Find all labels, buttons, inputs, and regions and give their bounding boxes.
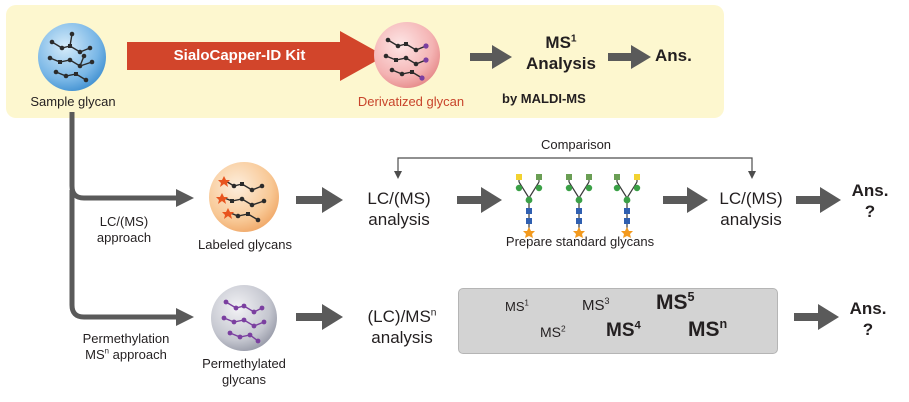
perm-analysis-sup: n (430, 307, 437, 319)
perm-analysis-line2: analysis (371, 328, 433, 347)
perm-approach-sup: n (104, 346, 109, 356)
lc-answer: Ans. ? (845, 180, 895, 222)
lc-analysis-2-line2: analysis (720, 210, 782, 229)
perm-answer-line2: ? (862, 320, 874, 339)
perm-analysis-label: (LC)/MSn analysis (350, 306, 454, 348)
sample-glycan-label: Sample glycan (30, 94, 116, 109)
permethylated-glycans-label: Permethylated glycans (186, 356, 302, 388)
permethylated-glycans-icon (211, 285, 277, 351)
branch-arrowhead-lc (176, 189, 194, 207)
ms1-text: MS (545, 33, 571, 52)
ms-stage-5-base: MS (656, 291, 688, 314)
kit-name-label: SialoCapper-ID Kit (173, 47, 306, 64)
lc-answer-line2: ? (864, 202, 876, 221)
ms-stage-2-sup: 2 (561, 323, 566, 334)
flow-arrows (296, 45, 841, 330)
ms1-analysis-label: MS1 Analysis (512, 32, 610, 74)
ms-stage-4-base: MS (606, 320, 635, 341)
perm-answer-line1: Ans. (849, 299, 887, 318)
perm-answer: Ans. ? (843, 298, 893, 340)
ms-stage-3: MS3 (582, 296, 610, 315)
perm-analysis-ms: (LC)/MS (367, 307, 431, 326)
perm-approach-label: Permethylation MSn approach (72, 331, 180, 363)
derivatized-glycan-icon (374, 22, 440, 88)
labeled-glycans-label: Labeled glycans (198, 237, 292, 252)
ms1-superscript: 1 (570, 33, 577, 45)
perm-approach-ms: MS (85, 347, 105, 362)
kit-arrow-shape (127, 31, 385, 81)
comparison-bracket (397, 157, 753, 173)
perm-approach-line1: Permethylation (82, 331, 170, 346)
ms-stage-n-base: MS (688, 318, 720, 341)
top-answer: Ans. (655, 46, 692, 65)
lc-approach-line1: LC/(MS) (99, 214, 149, 229)
comparison-label: Comparison (540, 137, 612, 152)
msn-stages-panel (458, 288, 778, 354)
perm-label-line2: glycans (221, 372, 267, 387)
ms-stage-1-base: MS (505, 299, 525, 314)
lc-approach-line2: approach (96, 230, 152, 245)
ms1-analysis-text: Analysis (526, 54, 596, 73)
perm-approach-word: approach (109, 347, 167, 362)
ms-stage-n-sup: n (719, 317, 728, 331)
standard-glycans-icon (515, 174, 641, 238)
ms-stage-4: MS4 (606, 320, 641, 342)
lc-analysis-1-line1: LC/(MS) (367, 189, 431, 208)
ms-stage-3-base: MS (582, 297, 605, 314)
maldi-label: by MALDI-MS (502, 91, 586, 106)
lc-analysis-1-line2: analysis (368, 210, 430, 229)
ms-stage-2: MS2 (540, 324, 566, 340)
ms-stage-1-sup: 1 (524, 298, 529, 308)
lc-analysis-2-line1: LC/(MS) (719, 189, 783, 208)
ms-stage-n: MSn (688, 318, 727, 342)
ms-stage-2-base: MS (540, 324, 561, 340)
lc-analysis-2: LC/(MS) analysis (702, 188, 800, 230)
derivatized-glycan-label: Derivatized glycan (357, 94, 465, 109)
ms-stage-4-sup: 4 (634, 319, 641, 332)
ms-stage-3-sup: 3 (604, 296, 610, 306)
ms-stage-5: MS5 (656, 291, 695, 315)
ms-stage-1: MS1 (505, 299, 529, 314)
sample-glycan-icon (38, 23, 106, 91)
branch-arrowhead-perm (176, 308, 194, 326)
lc-analysis-1: LC/(MS) analysis (350, 188, 448, 230)
lc-approach-label: LC/(MS) approach (80, 214, 168, 246)
standard-glycans-label: Prepare standard glycans (505, 234, 655, 249)
branch-lines (69, 112, 176, 320)
labeled-glycans-icon (209, 162, 279, 232)
perm-label-line1: Permethylated (202, 356, 286, 371)
ms-stage-5-sup: 5 (687, 290, 695, 304)
lc-answer-line1: Ans. (851, 181, 889, 200)
